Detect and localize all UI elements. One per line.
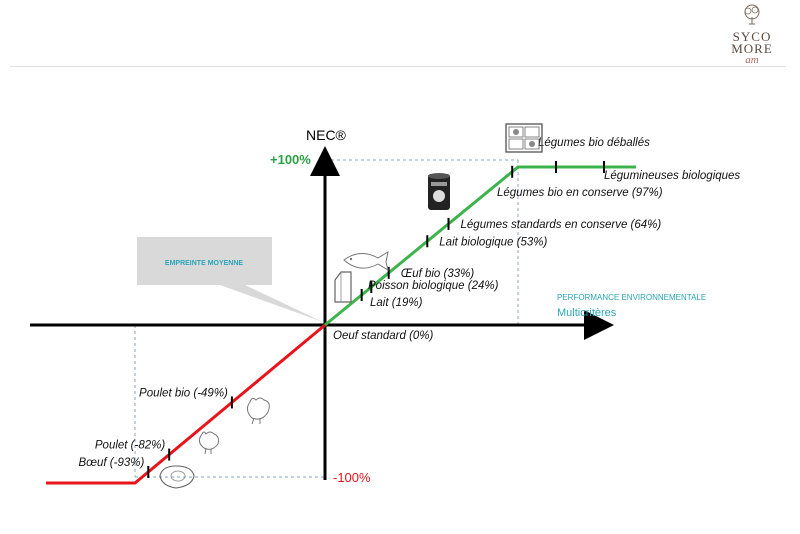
item-label: Œuf bio (33%) xyxy=(401,268,475,280)
callout-text: EMPREINTE MOYENNE xyxy=(165,260,244,267)
milk-carton-icon xyxy=(334,271,352,303)
fish-icon xyxy=(343,250,389,272)
negative-curve xyxy=(46,323,326,485)
empreinte-moyenne-callout: EMPREINTE MOYENNE xyxy=(137,237,323,322)
food-can-icon xyxy=(428,173,450,210)
chicken-small-icon xyxy=(198,431,219,455)
chicken-icon xyxy=(246,397,270,425)
logo-line2: MORE xyxy=(731,41,773,56)
beef-meat-icon xyxy=(159,465,195,489)
item-label: Lait biologique (53%) xyxy=(439,236,547,248)
y-axis-label: NEC® xyxy=(306,127,347,143)
x-axis-title: PERFORMANCE ENVIRONNEMENTALE xyxy=(557,293,706,302)
item-label: Légumes bio déballés xyxy=(538,137,650,149)
item-label: Poulet bio (-49%) xyxy=(139,387,228,399)
item-label: Lait (19%) xyxy=(370,297,423,309)
header-divider xyxy=(10,66,786,67)
item-label: Légumes bio en conserve (97%) xyxy=(497,187,663,199)
vegetable-crate-icon xyxy=(505,123,543,153)
x-axis-subtitle: Multicritères xyxy=(557,307,617,319)
y-max-label: +100% xyxy=(270,152,311,167)
y-min-label: -100% xyxy=(333,470,371,485)
sycomore-logo: SYCO MORE am xyxy=(722,4,782,66)
item-label: Poisson biologique (24%) xyxy=(368,280,499,292)
item-label: Poulet (-82%) xyxy=(95,440,165,452)
item-label: Légumineuses biologiques xyxy=(604,170,740,182)
tree-logo-icon xyxy=(744,4,760,25)
item-label: Légumes standards en conserve (64%) xyxy=(461,219,662,231)
logo-line3: am xyxy=(745,54,759,66)
item-label: Bœuf (-93%) xyxy=(78,457,144,469)
logo-line1: SYCO xyxy=(732,29,772,44)
item-label: Oeuf standard (0%) xyxy=(333,330,434,342)
item-marks: Bœuf (-93%) Poulet (-82%) Poulet bio (-49%… xyxy=(78,137,740,478)
